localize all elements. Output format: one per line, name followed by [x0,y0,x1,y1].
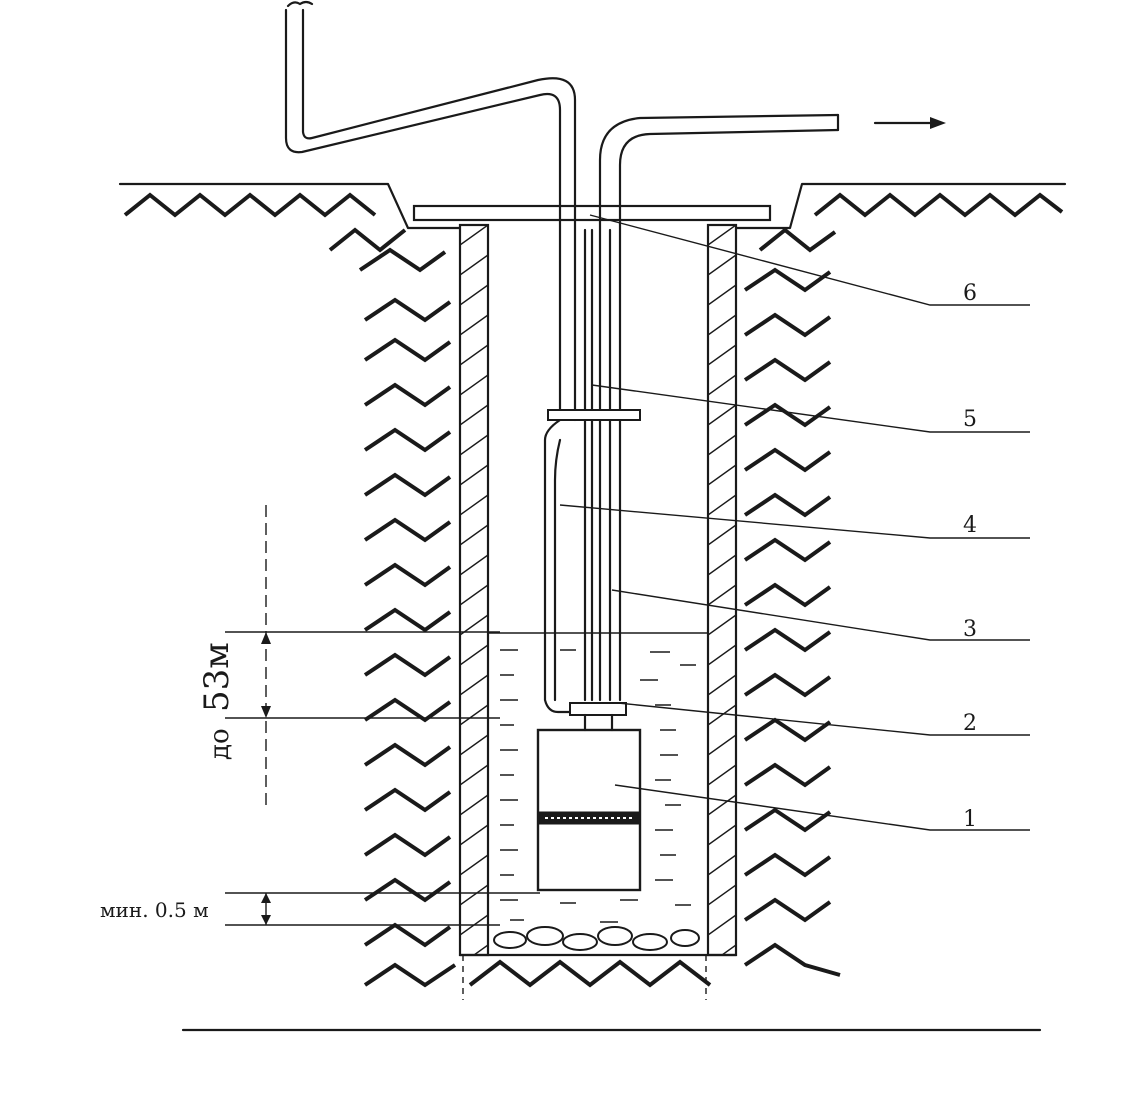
label-part-3: 3 [963,617,977,642]
label-part-4: 4 [963,513,977,538]
min-gap-label: мин. 0.5 м [100,898,209,922]
depth-dimension: до 53м [197,505,500,805]
soil-hatching-right [743,192,1064,977]
soil-hatching-bottom [468,959,712,988]
label-part-2: 2 [963,711,977,736]
electric-cable [553,228,612,702]
suspension-cable [284,0,577,714]
pump-body [536,728,642,892]
depth-label-prefix: до [205,728,235,760]
min-gap-dimension: мин. 0.5 м [100,892,540,926]
pump-outlet [569,702,627,732]
delivery-pipe [598,113,946,702]
label-part-1: 1 [963,807,977,832]
label-part-5: 5 [963,407,977,432]
well-cover [412,204,772,222]
ground-surface [118,182,1067,230]
gravel-bed [493,926,700,951]
well-casing [458,223,738,1000]
label-part-6: 6 [963,281,977,306]
leader-lines [559,214,1030,831]
depth-label-value: 53м [197,642,237,712]
soil-hatching-left [123,192,457,988]
water-column [488,632,708,923]
cable-clamp [547,409,641,421]
